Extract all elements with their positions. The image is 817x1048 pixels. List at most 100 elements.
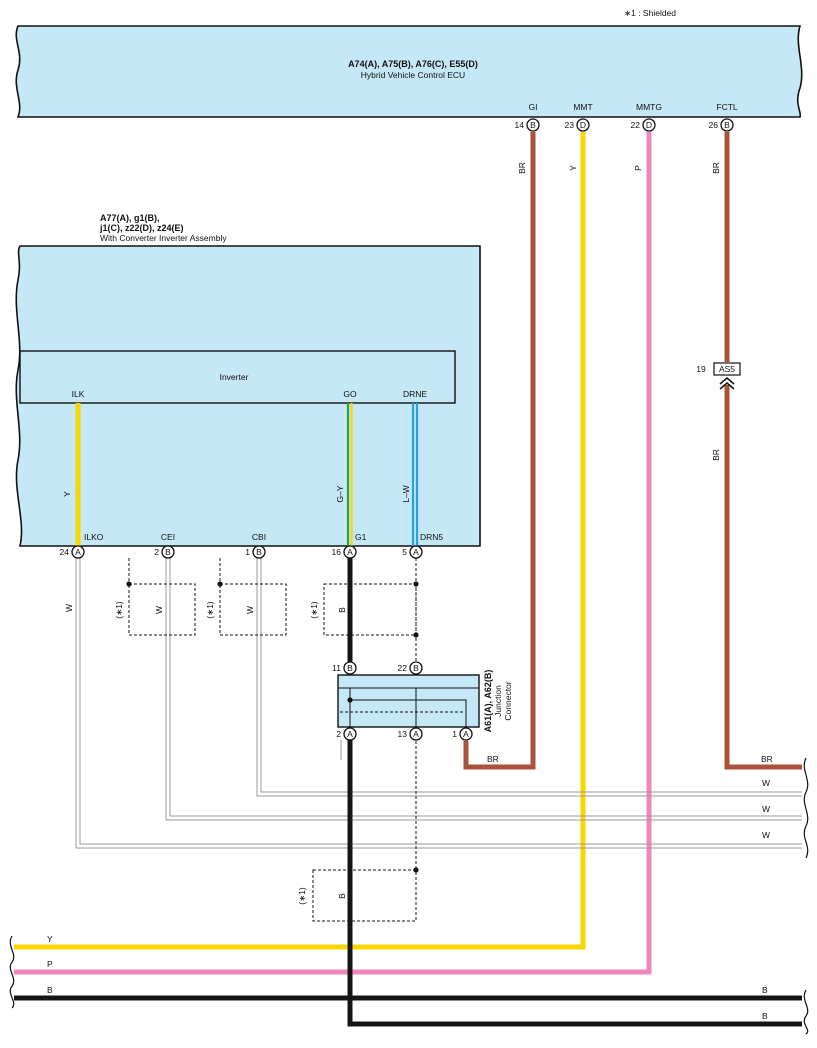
junction-pin-2: A2 bbox=[336, 727, 357, 741]
wire-mmtg-pink bbox=[14, 132, 652, 975]
junction-pin-13-number: 13 bbox=[398, 729, 408, 739]
wire-gi-brown bbox=[463, 132, 536, 770]
junction-pin-22-connector: B bbox=[413, 663, 419, 673]
ecu-pin-mmtg: D22 bbox=[631, 118, 656, 132]
wire-label-br-fctl: BR bbox=[711, 162, 721, 174]
white-wires bbox=[75, 558, 802, 849]
shield-dots bbox=[126, 581, 419, 873]
shield-wire-b-lower: B bbox=[337, 893, 347, 899]
junction-pin-11-connector: B bbox=[347, 663, 353, 673]
wire-g1-black bbox=[347, 558, 802, 1027]
break-mark-right-upper bbox=[803, 757, 809, 859]
junction-pin-1: A1 bbox=[452, 727, 473, 741]
inner-terminal-ilk: ILK bbox=[72, 389, 85, 399]
wire-label-br-gi: BR bbox=[517, 162, 527, 174]
terminal-label-cei: CEI bbox=[161, 532, 175, 542]
wire-label-lw: L–W bbox=[401, 485, 411, 502]
assembly-title-2: j1(C), z22(D), z24(E) bbox=[99, 223, 184, 233]
junction-pin-11-circle bbox=[343, 661, 357, 675]
shield-tag-cbi: (∗1) bbox=[205, 601, 215, 619]
assembly-pin-g1-connector: A bbox=[347, 547, 353, 557]
exit-label-p: P bbox=[47, 959, 53, 969]
junction-line2: Junction bbox=[493, 685, 503, 717]
assembly-pin-g1: A 16 bbox=[332, 545, 357, 559]
assembly-pin-ilko: A 24 bbox=[60, 545, 85, 559]
ecu-pin-mmt-circle bbox=[576, 118, 590, 132]
assembly-pin-cei-connector: B bbox=[165, 547, 171, 557]
shield-boxes bbox=[128, 558, 417, 922]
as5-chevron-icon bbox=[719, 377, 735, 390]
wire-label-y-mmt: Y bbox=[568, 165, 578, 171]
junction-pin-1-connector: A bbox=[463, 729, 469, 739]
assembly-pin-ilko-connector: A bbox=[75, 547, 81, 557]
exit-label-w-3: W bbox=[762, 830, 770, 840]
ecu-pin-fctl-number: 26 bbox=[709, 120, 719, 130]
shield-box-lower bbox=[312, 869, 417, 922]
wire-fctl-brown-lower bbox=[724, 385, 802, 770]
junction-pin-11-number: 11 bbox=[332, 663, 341, 673]
ecu-subtitle: Hybrid Vehicle Control ECU bbox=[361, 70, 465, 80]
ecu-pin-gi-number: 14 bbox=[515, 120, 525, 130]
exit-label-w-2: W bbox=[762, 804, 770, 814]
shield-wire-w-cbi: W bbox=[245, 606, 255, 614]
assembly-pin-cbi-number: 1 bbox=[245, 547, 250, 557]
junction-connector: A61(A), A62(B) Junction Connector BR bbox=[337, 667, 513, 764]
terminal-label-drn5: DRN5 bbox=[420, 532, 443, 542]
ecu-pin-mmt-connector: D bbox=[580, 120, 586, 130]
inner-terminal-go: GO bbox=[343, 389, 357, 399]
exit-label-b-2: B bbox=[762, 1011, 768, 1021]
shield-tag-g1: (∗1) bbox=[309, 601, 319, 619]
wire-cei-white bbox=[165, 558, 802, 821]
ecu-pin-fctl-connector: B bbox=[724, 120, 730, 130]
junction-pin-13: A13 bbox=[398, 727, 423, 741]
assembly-pin-cbi: B1 bbox=[245, 545, 266, 559]
junction-title: A61(A), A62(B) bbox=[483, 670, 493, 733]
assembly-pin-drn5-number: 5 bbox=[402, 547, 407, 557]
shielded-note: ∗1 : Shielded bbox=[624, 8, 676, 18]
shield-box-g1 bbox=[323, 583, 417, 636]
terminal-label-cbi: CBI bbox=[252, 532, 266, 542]
junction-box bbox=[337, 674, 480, 728]
ecu-terminal-mmt: MMT bbox=[573, 102, 592, 112]
as5-connector: AS5 19 BR bbox=[696, 362, 741, 461]
junction-pin-1-number: 1 bbox=[452, 729, 457, 739]
junction-pin-22-number: 22 bbox=[398, 663, 408, 673]
junction-exit-br: BR bbox=[487, 754, 499, 764]
junction-pin-1-circle bbox=[459, 727, 473, 741]
junction-pin-13-circle bbox=[409, 727, 423, 741]
break-mark-left bbox=[9, 935, 15, 1009]
junction-line3: Connector bbox=[503, 681, 513, 720]
exit-label-br: BR bbox=[761, 754, 773, 764]
as5-label: AS5 bbox=[719, 364, 735, 374]
assembly-pin-drn5-connector: A bbox=[413, 547, 419, 557]
assembly-pin-ilko-number: 24 bbox=[60, 547, 70, 557]
assembly-title-1: A77(A), g1(B), bbox=[100, 213, 160, 223]
assembly-pin-cbi-circle bbox=[252, 545, 266, 559]
wire-label-gy: G–Y bbox=[335, 485, 345, 502]
ecu-pin-gi-circle bbox=[526, 118, 540, 132]
ecu-pin-gi-connector: B bbox=[530, 120, 536, 130]
wire-label-w-ilko: W bbox=[64, 604, 74, 612]
shield-box-cbi bbox=[219, 583, 287, 636]
wire-label-y-inner: Y bbox=[62, 491, 72, 497]
assembly-pin-ilko-circle bbox=[71, 545, 85, 559]
ecu-terminal-mmtg: MMTG bbox=[636, 102, 662, 112]
left-exits: Y P B bbox=[9, 934, 53, 1009]
wire-label-p-mmtg: P bbox=[633, 165, 643, 171]
junction-pin-22-circle bbox=[409, 661, 423, 675]
right-exits: BR W W W B B bbox=[761, 754, 809, 1035]
exit-label-b-1: B bbox=[762, 985, 768, 995]
wire-label-br-as5: BR bbox=[711, 449, 721, 461]
inverter-label: Inverter bbox=[220, 372, 249, 382]
hybrid-vehicle-control-ecu: A74(A), A75(B), A76(C), E55(D) Hybrid Ve… bbox=[15, 25, 803, 118]
as5-box bbox=[713, 362, 741, 376]
assembly-pin-g1-number: 16 bbox=[332, 547, 342, 557]
assembly-pin-cei-number: 2 bbox=[154, 547, 159, 557]
as5-pin: 19 bbox=[696, 364, 706, 374]
terminal-label-g1: G1 bbox=[355, 532, 367, 542]
inverter-box bbox=[19, 350, 456, 404]
assembly-pin-g1-circle bbox=[343, 545, 357, 559]
shield-box-cei bbox=[128, 583, 196, 636]
junction-pin-2-number: 2 bbox=[336, 729, 341, 739]
